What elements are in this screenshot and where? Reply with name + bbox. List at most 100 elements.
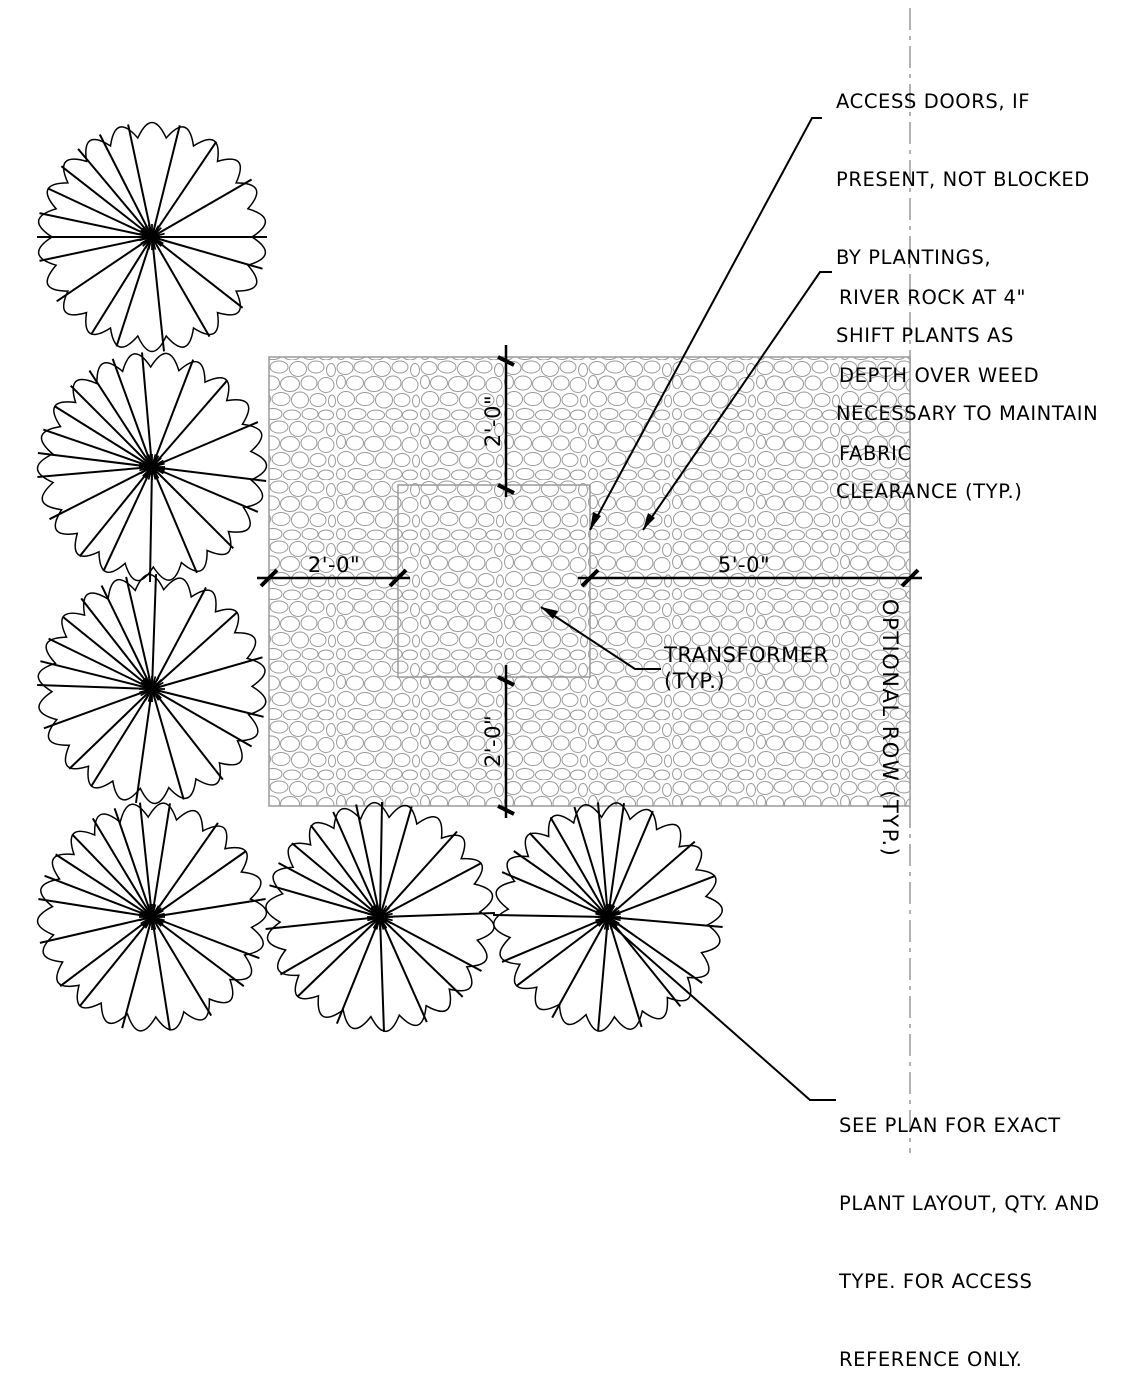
leader-see-plan (607, 921, 836, 1101)
note-line: PRESENT, NOT BLOCKED (836, 168, 1090, 191)
shrub-branch (151, 898, 266, 918)
shrub-branch (151, 379, 229, 468)
shrub-branch (269, 884, 381, 918)
note-line: NECESSARY TO MAINTAIN (836, 402, 1099, 425)
shrub-branch (151, 236, 244, 309)
shrub-branch (151, 466, 235, 550)
shrub-center (595, 912, 621, 922)
shrub-branch (607, 916, 643, 1028)
shrub-center (139, 684, 165, 694)
shrub-symbols (36, 121, 723, 1033)
shrub-branch (141, 352, 153, 468)
shrub-center (139, 912, 165, 922)
note-line: DEPTH OVER WEED (839, 364, 1040, 387)
shrub-branch (151, 916, 171, 1031)
transformer-label: TRANSFORMER (TYP.) (663, 643, 836, 693)
shrub-branch (90, 236, 153, 336)
note-line: REFERENCE ONLY. (839, 1348, 1023, 1371)
shrub-branch (291, 842, 381, 918)
shrub-branch (55, 853, 153, 918)
shrub-branch (38, 898, 153, 918)
shrub-branch (78, 916, 153, 1008)
dimension-lines (257, 345, 922, 818)
shrub-branch (151, 236, 165, 352)
shrub-branch (111, 358, 153, 468)
shrub-branch (59, 916, 153, 987)
shrub-branch (151, 688, 185, 800)
shrub-branch (355, 804, 381, 918)
shrub-branch (42, 428, 153, 468)
shrub-branch (151, 688, 253, 748)
note-river-rock: RIVER ROCK AT 4" DEPTH OVER WEED FABRIC (839, 233, 1039, 493)
shrub-branch (39, 236, 153, 262)
shrub-branch (607, 840, 696, 918)
shrub-branch (149, 466, 153, 583)
shrub-branch (607, 916, 723, 928)
shrub-branch (151, 850, 247, 918)
shrub-branch (80, 597, 153, 690)
shrub-branch (279, 916, 381, 976)
shrub-branch (151, 803, 171, 918)
shrub-branch (151, 574, 157, 690)
shrub-branch (151, 466, 259, 513)
shrub-branch (379, 801, 383, 918)
optional-row-label: OPTIONAL ROW (TYP.) (878, 599, 902, 857)
shrub-branch (91, 817, 153, 918)
note-line: SHIFT PLANTS AS (836, 324, 1014, 347)
shrub-branch (60, 165, 153, 238)
transformer-box (397, 484, 591, 678)
leader-access-doors (589, 117, 822, 531)
shrub-branch (151, 236, 211, 338)
leader-lines (540, 117, 836, 1101)
shrub-branch (379, 916, 482, 972)
shrub-branch (127, 124, 153, 238)
shrub-branch (49, 466, 153, 521)
shrub-branch (61, 615, 153, 690)
shrub-branch (151, 916, 260, 960)
note-line: SEE PLAN FOR EXACT (839, 1114, 1061, 1137)
note-line: TYPE. FOR ACCESS (839, 1270, 1033, 1293)
dimension-left-clearance: 2'-0" (308, 553, 360, 577)
shrub-branch (332, 811, 381, 918)
shrub-branch (549, 816, 609, 918)
shrub-branch (151, 178, 253, 238)
shrub-outline (493, 802, 723, 1032)
shrub-branch (151, 421, 259, 468)
shrub-branch (151, 611, 239, 690)
shrub-branch (310, 824, 381, 918)
shrub-symbol (265, 801, 495, 1033)
note-line: ACCESS DOORS, IF (836, 90, 1031, 113)
shrub-symbol (36, 352, 268, 583)
shrub-center (139, 232, 165, 242)
note-see-plan: SEE PLAN FOR EXACT PLANT LAYOUT, QTY. AN… (839, 1061, 1100, 1399)
transformer-label-line-2: (TYP.) (664, 669, 725, 693)
shrub-branch (151, 688, 264, 718)
shrub-branch (501, 916, 609, 963)
shrub-branch (151, 236, 263, 270)
shrub-branch (98, 134, 153, 238)
shrub-branch (37, 684, 153, 690)
shrub-branch (379, 806, 413, 918)
shrub-branch (151, 587, 207, 690)
shrub-branch (151, 822, 219, 918)
shrub-symbol (37, 121, 267, 353)
shrub-branch (135, 688, 153, 804)
shrub-branch (37, 452, 153, 468)
shrub-branch (379, 830, 458, 918)
leader-river-rock (642, 271, 832, 531)
shrub-branch (115, 236, 153, 347)
shrub-outline (265, 801, 495, 1033)
shrub-branch (151, 916, 213, 1017)
shrub-branch (69, 384, 153, 468)
shrub-branch (78, 466, 153, 558)
shrub-branch (379, 862, 482, 918)
shrub-branch (278, 862, 381, 918)
shrub-branch (379, 916, 385, 1032)
shrub-branch (607, 810, 654, 918)
shrub-branch (515, 916, 609, 987)
shrub-branch (296, 916, 381, 998)
shrub-branch (597, 802, 609, 918)
shrub-branch (597, 916, 609, 1032)
shrub-branch (551, 916, 609, 1019)
shrub-branch (47, 187, 153, 238)
